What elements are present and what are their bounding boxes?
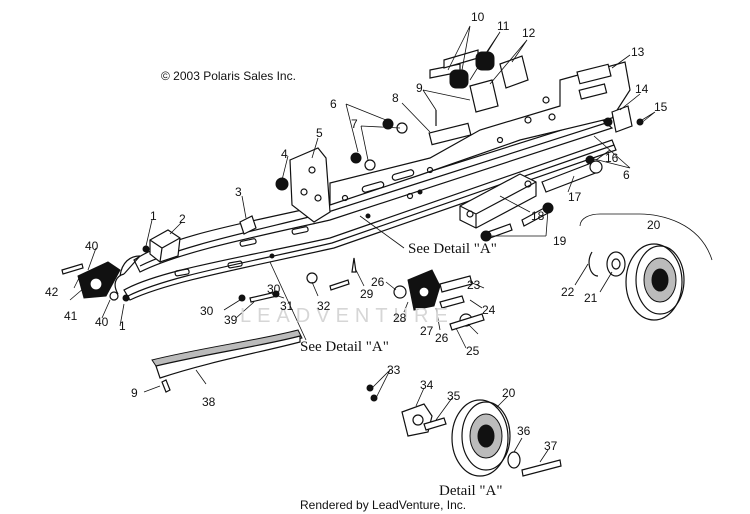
part-number-37: 37	[544, 439, 558, 453]
part-number-24: 24	[482, 303, 496, 317]
part-number-6-right: 6	[623, 168, 630, 182]
part-number-8: 8	[392, 91, 399, 105]
part-number-35: 35	[447, 389, 461, 403]
bracket-2	[149, 229, 181, 263]
part-number-1-lower: 1	[119, 319, 126, 333]
part-number-16: 16	[605, 151, 619, 165]
part-number-10: 10	[471, 10, 485, 24]
part-number-26-right: 26	[435, 331, 449, 345]
slide-block	[459, 173, 537, 229]
part-number-11: 11	[497, 19, 510, 33]
rendered-by-text: Rendered by LeadVenture, Inc.	[300, 498, 467, 512]
detail-a-title: Detail "A"	[439, 483, 503, 499]
part-number-9-lower: 9	[131, 386, 138, 400]
watermark-text: LEADVENTURE	[240, 305, 454, 327]
part-number-9-upper: 9	[416, 81, 423, 95]
part-number-29: 29	[360, 287, 374, 301]
wear-strip	[151, 329, 303, 379]
detail-a-assembly	[366, 384, 562, 477]
part-number-31: 31	[280, 299, 294, 313]
rail-plate	[329, 61, 631, 206]
part-number-40-lower: 40	[95, 315, 109, 329]
end-cap	[77, 261, 121, 299]
part-number-4: 4	[281, 147, 288, 161]
part-number-20-lower: 20	[502, 386, 516, 400]
part-number-39: 39	[224, 313, 238, 327]
lower-left-hardware	[61, 245, 357, 393]
leader-lines	[69, 25, 713, 463]
mount-plate	[289, 147, 331, 223]
part-number-27: 27	[420, 324, 434, 338]
part-number-5: 5	[316, 126, 323, 140]
rail-upper	[119, 117, 614, 277]
rail-holes	[174, 189, 423, 277]
part-number-19: 19	[553, 234, 567, 248]
part-number-32: 32	[317, 299, 331, 313]
copyright-text: © 2003 Polaris Sales Inc.	[161, 69, 296, 83]
axle-17	[541, 160, 603, 193]
part-number-33: 33	[387, 363, 401, 377]
part-number-26-left: 26	[371, 275, 385, 289]
pivot-arm	[393, 269, 485, 331]
part-number-15: 15	[654, 100, 668, 114]
part-number-41: 41	[64, 309, 78, 323]
part-number-25: 25	[466, 344, 480, 358]
part-number-6-left: 6	[330, 97, 337, 111]
part-number-28: 28	[393, 311, 407, 325]
part-number-30-lower: 30	[200, 304, 214, 318]
clip-3	[239, 215, 257, 235]
part-number-21: 21	[584, 291, 598, 305]
part-number-17: 17	[568, 190, 582, 204]
part-number-14: 14	[635, 82, 649, 96]
part-number-40-upper: 40	[85, 239, 99, 253]
part-number-20-upper: 20	[647, 218, 661, 232]
part-number-23: 23	[467, 278, 481, 292]
bolts-19	[480, 202, 554, 242]
part-number-13: 13	[631, 45, 645, 59]
part-number-42: 42	[45, 285, 59, 299]
part-number-12: 12	[522, 26, 536, 40]
part-number-34: 34	[420, 378, 434, 392]
idler-wheel-upper	[588, 243, 685, 321]
part-number-3: 3	[235, 185, 242, 199]
part-number-1-upper: 1	[150, 209, 157, 223]
part-number-7: 7	[351, 117, 358, 131]
part-number-36: 36	[517, 424, 531, 438]
see-detail-a-upper: See Detail "A"	[408, 241, 497, 257]
part-number-2: 2	[179, 212, 186, 226]
see-detail-a-lower: See Detail "A"	[300, 339, 389, 355]
part-number-30-upper: 30	[267, 282, 281, 296]
part-number-38: 38	[202, 395, 216, 409]
part-number-18: 18	[531, 209, 545, 223]
part-number-22: 22	[561, 285, 575, 299]
